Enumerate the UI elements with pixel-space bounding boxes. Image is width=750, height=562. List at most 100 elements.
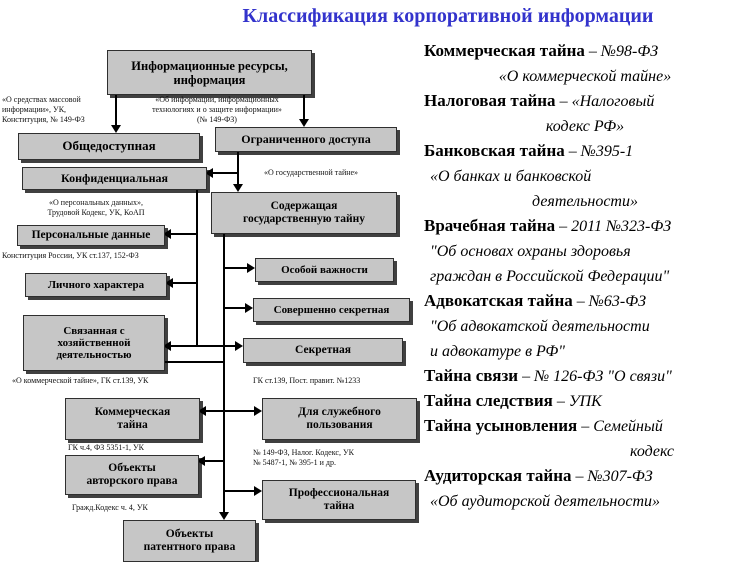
connector-commercial-official-cross (206, 410, 254, 412)
legend-line: Налоговая тайна – «Налоговый (424, 88, 746, 113)
box-label: Совершенно секретная (273, 303, 390, 316)
legend-law: кодекс РФ» (545, 118, 625, 135)
box-restricted-access: Ограниченного доступа (215, 127, 397, 152)
legend-line: Тайна следствия – УПК (424, 388, 746, 413)
box-label: Персональные данные (31, 229, 151, 242)
legend-term: Врачебная тайна (424, 216, 556, 235)
arrowhead-right-icon (245, 303, 253, 313)
annotation-constitution-law: Конституция России, УК ст.137, 152-ФЗ (2, 251, 139, 260)
box-label: Ограниченного доступа (241, 131, 371, 146)
annotation-information-law: «Об информации, информационных технологи… (152, 95, 282, 124)
box-commercial-secret: Коммерческая тайна (65, 398, 200, 440)
connector-to-professional-secret (225, 490, 254, 492)
legend-panel: Коммерческая тайна – №98-ФЗ «О коммерчес… (424, 38, 746, 513)
box-label: Особой важности (281, 263, 368, 276)
box-label: Личного характера (47, 278, 145, 291)
legend-line: и адвокатуре в РФ" (424, 338, 746, 363)
box-business-related: Связанная с хозяйственной деятельностью (23, 315, 165, 371)
connector-restricted-to-state-secret (237, 150, 239, 184)
connector-info-to-restricted (303, 93, 305, 119)
legend-line: деятельности» (424, 188, 746, 213)
legend-law: – №307-ФЗ (571, 468, 653, 485)
legend-law: – №395-1 (564, 143, 634, 160)
legend-term: Аудиторская тайна (424, 466, 572, 485)
box-official-use: Для служебного пользования (262, 398, 417, 440)
legend-line: «О коммерческой тайне» (424, 63, 746, 88)
legend-term: Адвокатская тайна (424, 291, 573, 310)
legend-term: Налоговая тайна (424, 91, 556, 110)
annotation-personal-data-law: «О персональных данных», Трудовой Кодекс… (47, 198, 145, 217)
arrowhead-right-icon (235, 341, 243, 351)
box-confidential: Конфиденциальная (22, 167, 207, 190)
legend-line: Банковская тайна – №395-1 (424, 138, 746, 163)
box-label: Для служебного пользования (298, 406, 381, 431)
legend-law: «О банках и банковской (430, 168, 592, 185)
legend-law: "Об основах охраны здоровья (430, 243, 631, 260)
box-label: Коммерческая тайна (94, 406, 171, 431)
connector-to-special-importance (225, 267, 247, 269)
box-special-importance: Особой важности (255, 258, 394, 282)
box-label: Объекты авторского права (86, 462, 178, 487)
connector-business-secret-cross (171, 345, 235, 347)
arrowhead-down-icon (299, 119, 309, 127)
legend-law: "Об адвокатской деятельности (430, 318, 650, 335)
box-label: Связанная с хозяйственной деятельностью (56, 324, 132, 362)
arrowhead-down-icon (111, 125, 121, 133)
connector-restricted-to-confidential (213, 172, 239, 174)
connector-business-to-central (163, 361, 225, 363)
legend-line: Врачебная тайна – 2011 №323-ФЗ (424, 213, 746, 238)
box-public: Общедоступная (18, 133, 200, 160)
arrowhead-right-icon (254, 486, 262, 496)
box-top-secret: Совершенно секретная (253, 298, 410, 322)
legend-line: "Об адвокатской деятельности (424, 313, 746, 338)
connector-to-personal-data (171, 233, 198, 235)
box-label: Объекты патентного права (143, 528, 236, 553)
legend-law: – № 126-ФЗ "О связи" (518, 368, 672, 385)
annotation-mass-media-law: «О средствах массовой информации», УК, К… (2, 95, 85, 124)
annotation-civil-code-law: Гражд.Кодекс ч. 4, УК (72, 503, 148, 512)
legend-term: Тайна следствия (424, 391, 553, 410)
arrowhead-left-icon (165, 278, 173, 288)
legend-law: кодекс (629, 443, 674, 460)
box-label: Конфиденциальная (61, 170, 168, 185)
legend-law: «О коммерческой тайне» (498, 68, 672, 85)
legend-line: Адвокатская тайна – №63-ФЗ (424, 288, 746, 313)
connector-to-personal-character (173, 282, 198, 284)
legend-law: – «Налоговый (555, 93, 655, 110)
box-copyright-objects: Объекты авторского права (65, 455, 199, 495)
legend-law: – Семейный (577, 418, 663, 435)
arrowhead-down-icon (233, 184, 243, 192)
legend-line: кодекс РФ» (424, 113, 746, 138)
annotation-official-use-law: ГК ст.139, Пост. правит. №1233 (253, 376, 361, 385)
arrowhead-right-icon (254, 406, 262, 416)
arrowhead-left-icon (197, 456, 205, 466)
box-label: Содержащая государственную тайну (243, 200, 365, 225)
legend-law: – 2011 №323-ФЗ (555, 218, 672, 235)
arrowhead-left-icon (198, 406, 206, 416)
legend-law: – №63-ФЗ (572, 293, 646, 310)
annotation-copyright-law: ГК ч.4, ФЗ 5351-1, УК (68, 443, 144, 452)
annotation-professional-law: № 149-ФЗ, Налог. Кодекс, УК № 5487-1, № … (253, 448, 354, 467)
connector-info-to-public (115, 93, 117, 125)
legend-term: Коммерческая тайна (424, 41, 585, 60)
connector-confidential-branch (196, 188, 198, 347)
legend-term: Банковская тайна (424, 141, 565, 160)
legend-line: «Об аудиторской деятельности» (424, 488, 746, 513)
arrowhead-right-icon (247, 263, 255, 273)
box-professional-secret: Профессиональная тайна (262, 480, 416, 520)
page-title: Классификация корпоративной информации (242, 5, 654, 27)
box-personal-character: Личного характера (25, 273, 167, 297)
arrowhead-down-icon (219, 512, 229, 520)
connector-central-vertical (223, 231, 225, 512)
arrowhead-left-icon (163, 341, 171, 351)
legend-line: Аудиторская тайна – №307-ФЗ (424, 463, 746, 488)
legend-line: "Об основах охраны здоровья (424, 238, 746, 263)
legend-line: кодекс (424, 438, 746, 463)
legend-line: Тайна связи – № 126-ФЗ "О связи" (424, 363, 746, 388)
legend-line: Коммерческая тайна – №98-ФЗ (424, 38, 746, 63)
box-label: Информационные ресурсы, информация (131, 58, 288, 87)
box-label: Секретная (295, 344, 351, 357)
connector-to-top-secret (225, 307, 245, 309)
box-info-resources: Информационные ресурсы, информация (107, 50, 312, 95)
